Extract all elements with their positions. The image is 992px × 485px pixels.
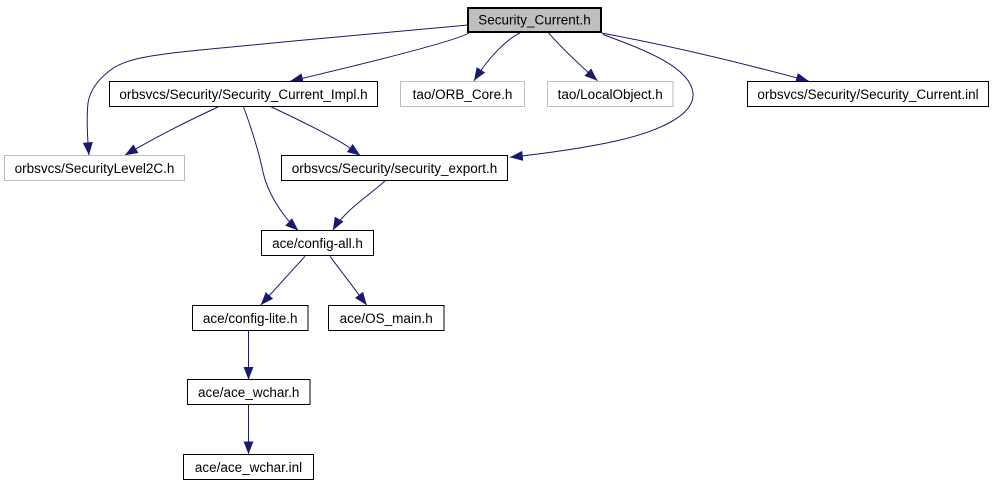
svg-text:orbsvcs/Security/Security_Curr: orbsvcs/Security/Security_Current_Impl.h — [119, 87, 367, 102]
svg-text:orbsvcs/SecurityLevel2C.h: orbsvcs/SecurityLevel2C.h — [15, 161, 175, 176]
svg-text:orbsvcs/Security/Security_Curr: orbsvcs/Security/Security_Current.inl — [757, 87, 978, 102]
svg-text:tao/ORB_Core.h: tao/ORB_Core.h — [413, 87, 513, 102]
svg-text:ace/OS_main.h: ace/OS_main.h — [340, 311, 433, 326]
svg-text:tao/LocalObject.h: tao/LocalObject.h — [558, 87, 663, 102]
svg-text:orbsvcs/Security/security_expo: orbsvcs/Security/security_export.h — [292, 161, 498, 176]
svg-text:Security_Current.h: Security_Current.h — [478, 13, 591, 28]
svg-text:ace/ace_wchar.h: ace/ace_wchar.h — [198, 385, 299, 400]
svg-text:ace/ace_wchar.inl: ace/ace_wchar.inl — [195, 460, 302, 475]
svg-text:ace/config-all.h: ace/config-all.h — [272, 236, 363, 251]
svg-text:ace/config-lite.h: ace/config-lite.h — [203, 311, 298, 326]
